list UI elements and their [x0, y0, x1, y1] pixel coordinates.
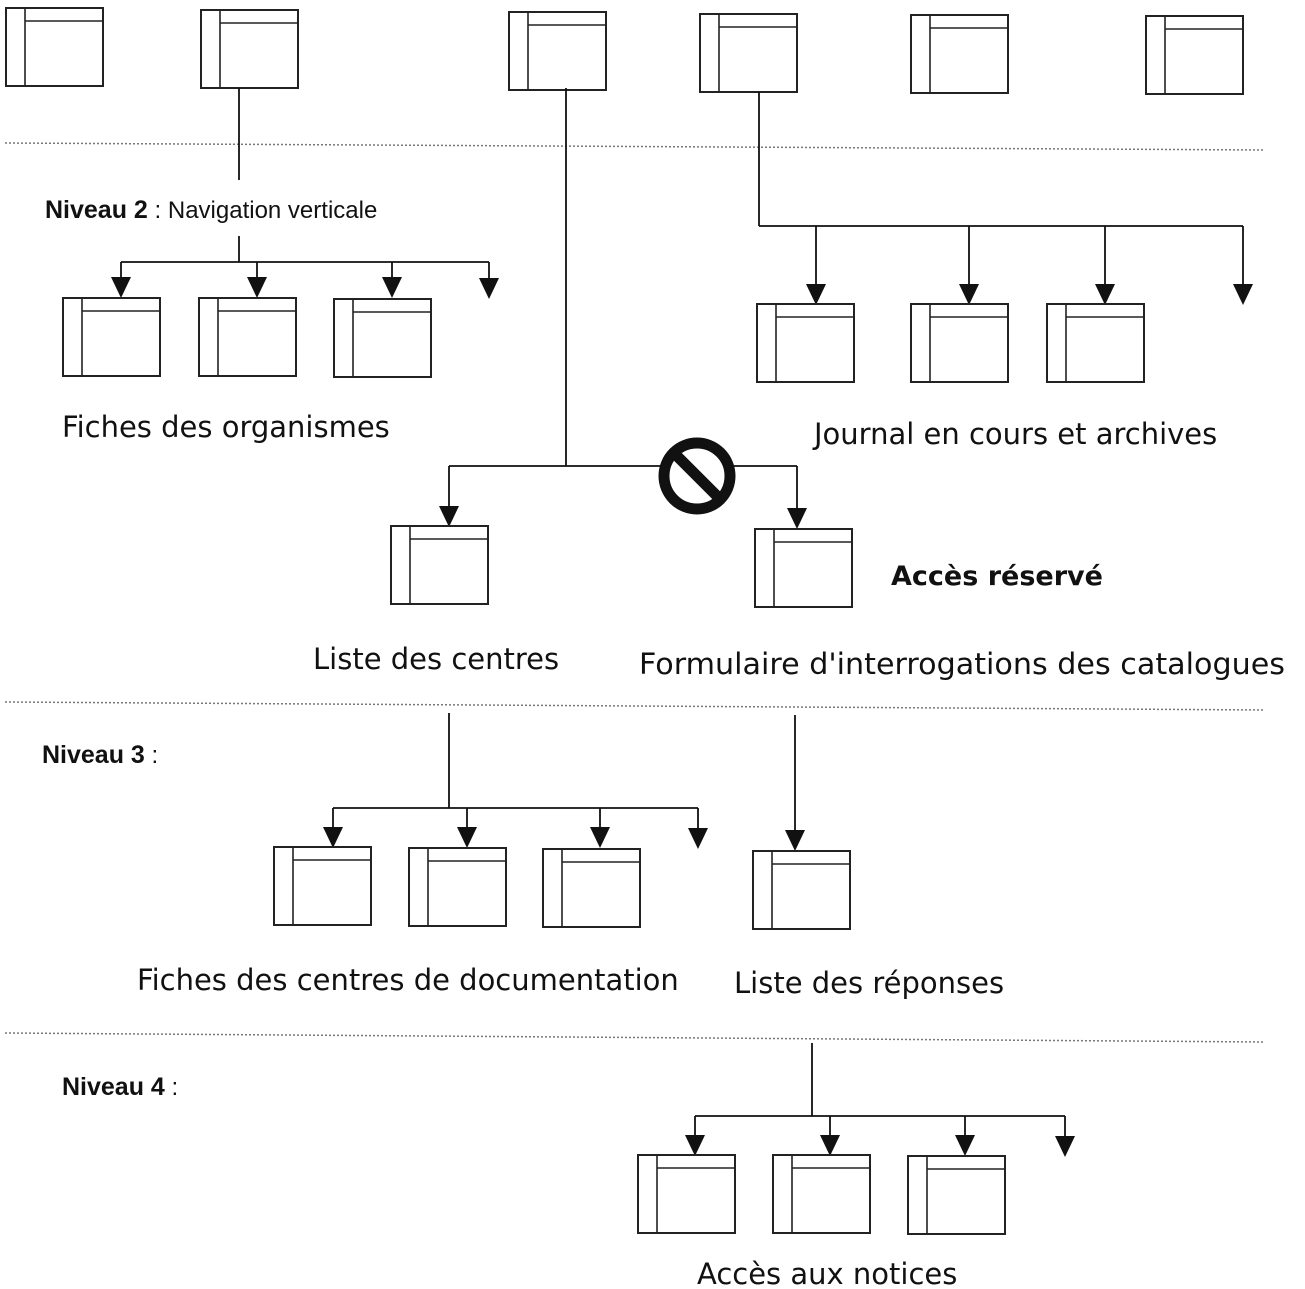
caption-doc-centers: Fiches des centres de documentation	[137, 963, 679, 997]
level-separator-3	[4, 1032, 1266, 1043]
page-icon	[907, 1155, 1006, 1235]
page-icon	[508, 11, 607, 91]
arrow-icon	[439, 506, 459, 527]
arrow-icon	[785, 830, 805, 851]
page-icon	[390, 525, 489, 605]
arrow-icon	[787, 508, 807, 529]
arrow-icon	[1055, 1136, 1075, 1157]
arrow-icon	[1233, 284, 1253, 305]
page-icon	[273, 846, 372, 926]
page-icon	[772, 1154, 871, 1234]
caption-answers: Liste des réponses	[734, 966, 1004, 1000]
page-icon	[754, 528, 853, 608]
page-icon	[408, 847, 507, 927]
page-icon	[542, 848, 641, 928]
page-icon	[5, 7, 104, 87]
arrow-icon	[323, 827, 343, 848]
page-icon	[1145, 15, 1244, 95]
page-icon	[637, 1154, 736, 1234]
caption-notices: Accès aux notices	[697, 1257, 957, 1289]
level-4-label: Niveau 4 :	[62, 1073, 178, 1101]
arrow-icon	[1095, 284, 1115, 305]
caption-catalog-form: Formulaire d'interrogations des catalogu…	[639, 647, 1285, 681]
page-icon	[756, 303, 855, 383]
arrow-icon	[457, 827, 477, 848]
level-3-label: Niveau 3 :	[42, 741, 158, 769]
arrow-icon	[685, 1135, 705, 1156]
page-icon	[910, 303, 1009, 383]
caption-organisms: Fiches des organismes	[62, 410, 390, 444]
page-icon	[333, 298, 432, 378]
page-icon	[200, 9, 299, 89]
page-icon	[752, 850, 851, 930]
reserved-access-label: Accès réservé	[891, 561, 1103, 592]
page-icon	[1046, 303, 1145, 383]
page-icon	[699, 13, 798, 93]
page-icon	[910, 14, 1009, 94]
arrow-icon	[688, 828, 708, 849]
page-icon	[198, 297, 297, 377]
no-entry-icon	[658, 437, 736, 515]
level-2-label: Niveau 2 : Navigation verticale	[45, 196, 377, 224]
arrow-icon	[479, 278, 499, 299]
arrow-icon	[955, 1135, 975, 1156]
arrow-icon	[590, 827, 610, 848]
arrow-icon	[806, 284, 826, 305]
arrow-icon	[382, 277, 402, 298]
caption-centers-list: Liste des centres	[313, 642, 559, 676]
arrow-icon	[247, 277, 267, 298]
level-separator-1	[4, 142, 1266, 151]
level-separator-2	[4, 701, 1266, 711]
caption-journal: Journal en cours et archives	[812, 417, 1217, 451]
arrow-icon	[820, 1135, 840, 1156]
page-icon	[62, 297, 161, 377]
arrow-icon	[959, 284, 979, 305]
arrow-icon	[111, 277, 131, 298]
